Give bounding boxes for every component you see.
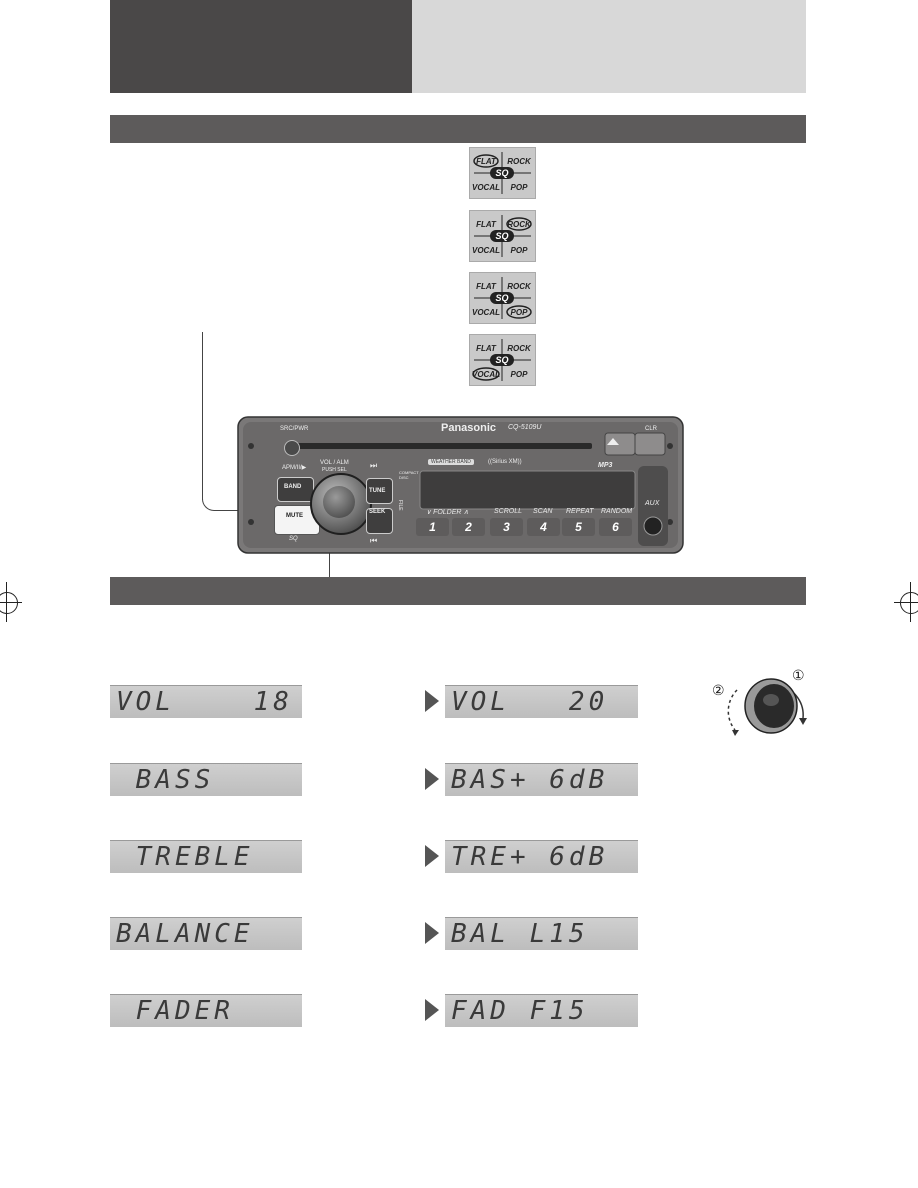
lcd-display-balance: BALANCE <box>110 917 302 950</box>
sirius-xm-logo: ((Sirius XM)) <box>488 459 522 465</box>
flat-label: FLAT <box>476 344 497 353</box>
band-label: BAND <box>284 484 302 490</box>
preset-label-4: SCAN <box>533 508 553 515</box>
sq-icon-rock: SQ FLAT ROCK VOCAL POP <box>469 210 536 262</box>
lcd-display-fader: FADER <box>110 994 302 1027</box>
preset-label-1: ∨ FOLDER ∧ <box>426 509 469 516</box>
rock-label: ROCK <box>507 157 532 166</box>
sq-button-label: SQ <box>289 536 298 542</box>
sq-icon-pop: SQ FLAT ROCK VOCAL POP <box>469 272 536 324</box>
sq-diagram-icon: SQ FLAT ROCK VOCAL POP <box>472 152 532 194</box>
lcd-display-vol-value: VOL 20 <box>445 685 638 718</box>
sq-diagram-icon: SQ FLAT ROCK VOCAL POP <box>472 215 532 257</box>
band-button[interactable] <box>277 477 314 502</box>
arrow-right-icon <box>425 922 439 944</box>
header-light-block <box>412 0 806 93</box>
lcd-display-vol: VOL 18 <box>110 685 302 718</box>
preset-button-4[interactable]: 4 <box>527 518 560 536</box>
knob-rotation-illustration: ① ② <box>693 667 811 738</box>
weather-band-label: WEATHER BAND <box>428 459 474 465</box>
clr-label: CLR <box>645 426 658 432</box>
preset-label-6: RANDOM <box>601 508 633 515</box>
preset-button-1[interactable]: 1 <box>416 518 449 536</box>
aux-label: AUX <box>645 500 660 507</box>
sq-label: SQ <box>495 293 508 303</box>
apm-label: APM/II/▶ <box>282 465 307 471</box>
rock-label: ROCK <box>507 344 532 353</box>
file-label: FILE <box>397 500 403 511</box>
vocal-label: VOCAL <box>472 183 500 192</box>
seek-label: SEEK <box>369 509 386 515</box>
flat-label: FLAT <box>476 282 497 291</box>
src-pwr-label: SRC/PWR <box>280 426 309 432</box>
eject-icon <box>607 438 619 445</box>
vocal-label: VOCAL <box>472 246 500 255</box>
lcd-display-balance-value: BAL L15 <box>445 917 638 950</box>
power-button[interactable] <box>284 440 300 456</box>
section-bar-top <box>110 115 806 143</box>
rock-label: ROCK <box>507 282 532 291</box>
rotation-step-2-label: ② <box>712 682 725 698</box>
vocal-label: VOCAL <box>472 308 500 317</box>
rotary-knob-icon <box>727 678 807 736</box>
volume-knob-center <box>323 486 355 518</box>
lcd-display-treble: TREBLE <box>110 840 302 873</box>
preset-button-3[interactable]: 3 <box>490 518 523 536</box>
pop-label: POP <box>511 246 529 255</box>
pop-label: POP <box>511 183 529 192</box>
preset-button-6[interactable]: 6 <box>599 518 632 536</box>
sq-icon-vocal: SQ FLAT ROCK VOCAL POP <box>469 334 536 386</box>
preset-button-2[interactable]: 2 <box>452 518 485 536</box>
model-label: CQ-5109U <box>508 424 542 431</box>
vol-alm-label: VOL / ALM <box>320 460 349 466</box>
lcd-display-bass-value: BAS+ 6dB <box>445 763 638 796</box>
lcd-display-fader-value: FAD F15 <box>445 994 638 1027</box>
sq-label: SQ <box>495 168 508 178</box>
push-sel-label: PUSH SEL <box>322 467 347 473</box>
pop-label: POP <box>511 308 529 317</box>
mp3-label: MP3 <box>598 462 613 469</box>
leader-line-mute-vertical <box>202 332 203 500</box>
preset-label-5: REPEAT <box>566 508 594 515</box>
arrow-right-icon <box>425 768 439 790</box>
preset-button-5[interactable]: 5 <box>562 518 595 536</box>
car-stereo-faceplate <box>237 416 684 554</box>
rock-label: ROCK <box>507 220 532 229</box>
tune-label: TUNE <box>369 488 386 494</box>
prev-track-icon[interactable]: ⏮ <box>370 536 378 545</box>
next-track-icon[interactable]: ⏭ <box>370 461 378 470</box>
arrow-right-icon <box>425 690 439 712</box>
sq-diagram-icon: SQ FLAT ROCK VOCAL POP <box>472 277 532 319</box>
arrow-right-icon <box>425 845 439 867</box>
preset-label-3: SCROLL <box>494 508 523 515</box>
mute-label: MUTE <box>286 513 303 519</box>
rotation-step-1-label: ① <box>792 667 805 683</box>
compact-disc-logo: COMPACT DISC <box>399 470 419 480</box>
section-bar-bottom <box>110 577 806 605</box>
sq-diagram-icon: SQ FLAT ROCK VOCAL POP <box>472 339 532 381</box>
arrow-right-icon <box>425 999 439 1021</box>
lcd-display-bass: BASS <box>110 763 302 796</box>
sq-icon-flat: SQ FLAT ROCK VOCAL POP <box>469 147 536 199</box>
vocal-label: VOCAL <box>472 370 500 379</box>
seek-button[interactable] <box>366 508 393 534</box>
header-dark-block <box>110 0 412 93</box>
sq-label: SQ <box>495 355 508 365</box>
brand-logo: Panasonic <box>441 422 497 434</box>
sq-label: SQ <box>495 231 508 241</box>
flat-label: FLAT <box>476 220 497 229</box>
tune-button[interactable] <box>366 478 393 504</box>
pop-label: POP <box>511 370 529 379</box>
lcd-display-treble-value: TRE+ 6dB <box>445 840 638 873</box>
flat-label: FLAT <box>476 157 497 166</box>
